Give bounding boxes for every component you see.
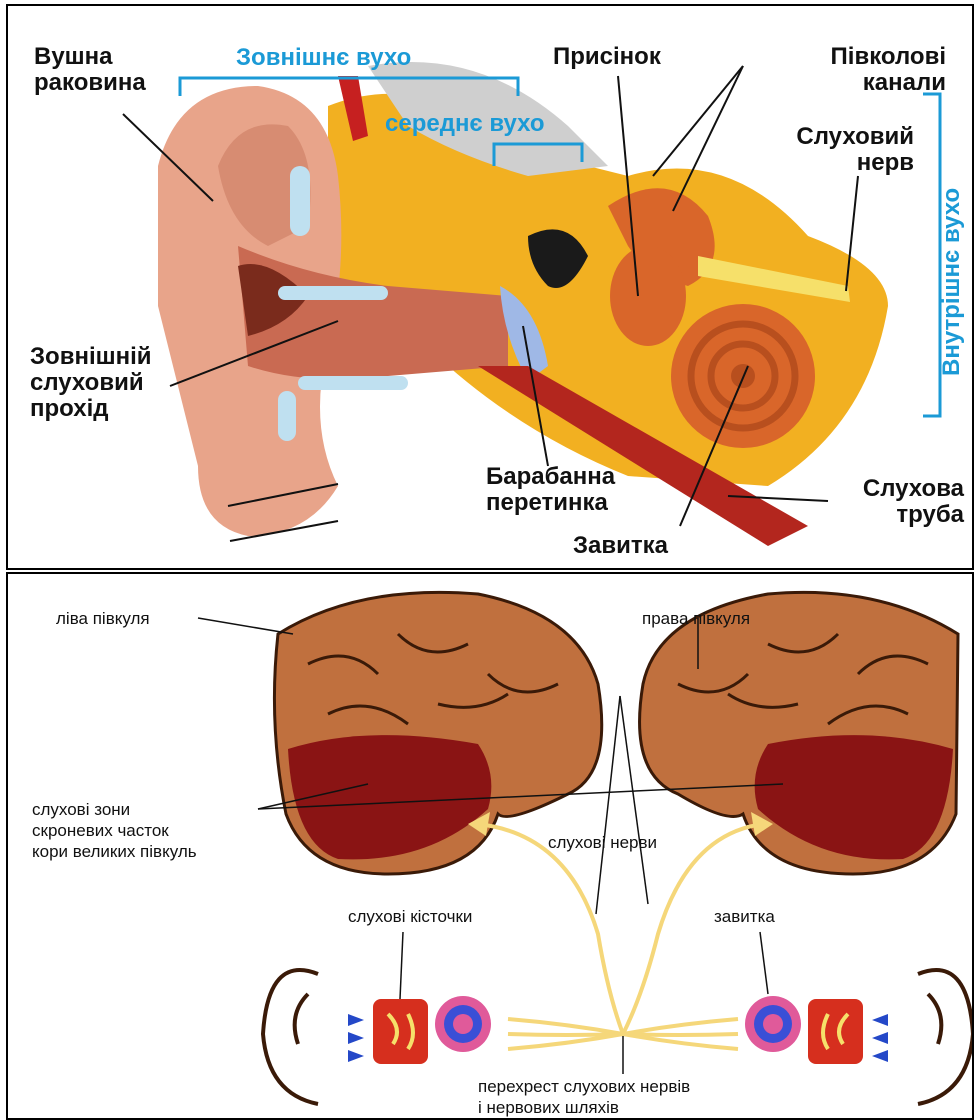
inner-ear-label: Внутрішнє вухо bbox=[938, 188, 966, 376]
left-sound-arrows bbox=[348, 1014, 364, 1062]
right-ossicles bbox=[808, 999, 863, 1064]
auditory-zones-line-2: скроневих часток bbox=[32, 820, 197, 841]
cartilage-1 bbox=[290, 166, 310, 236]
chiasm-line-2: і нервових шляхів bbox=[478, 1097, 690, 1118]
right-outer-ear bbox=[918, 970, 972, 1104]
semicircular-canals-label: Півколові канали bbox=[831, 44, 946, 96]
ear-canal-line-2: слуховий bbox=[30, 370, 152, 396]
vestibule-shape bbox=[610, 246, 686, 346]
chiasm-label: перехрест слухових нервів і нервових шля… bbox=[478, 1076, 690, 1118]
right-sound-arrows bbox=[872, 1014, 888, 1062]
auditory-nerves-shape bbox=[478, 824, 763, 1049]
vestibule-label: Присінок bbox=[553, 44, 661, 70]
left-hemisphere-label: ліва півкуля bbox=[56, 608, 150, 629]
left-ossicles bbox=[373, 999, 428, 1064]
cochlea-pathway-label: завитка bbox=[714, 906, 775, 927]
auditory-zones-line-3: кори великих півкуль bbox=[32, 841, 197, 862]
outer-ear-label: Зовнішнє вухо bbox=[236, 44, 411, 72]
auricle-label: Вушна раковина bbox=[34, 44, 146, 96]
semicircular-canals-line-2: канали bbox=[831, 70, 946, 96]
eardrum-line-1: Барабанна bbox=[486, 464, 615, 490]
chiasm-line-1: перехрест слухових нервів bbox=[478, 1076, 690, 1097]
cartilage-3 bbox=[298, 376, 408, 390]
cartilage-4 bbox=[278, 391, 296, 441]
cartilage-2 bbox=[278, 286, 388, 300]
eustachian-tube-line-1: Слухова bbox=[863, 476, 964, 502]
ear-anatomy-panel: Зовнішнє вухо середнє вухо Внутрішнє вух… bbox=[6, 4, 974, 570]
eustachian-tube-label: Слухова труба bbox=[863, 476, 964, 528]
auditory-nerve-label: Слуховий нерв bbox=[796, 124, 914, 176]
eardrum-line-2: перетинка bbox=[486, 490, 615, 516]
right-hemisphere-label: права півкуля bbox=[642, 608, 750, 629]
eustachian-tube-line-2: труба bbox=[863, 502, 964, 528]
ear-canal-line-1: Зовнішній bbox=[30, 344, 152, 370]
ossicles-label: слухові кісточки bbox=[348, 906, 472, 927]
cochlea-label: Завитка bbox=[573, 533, 668, 559]
eardrum-label: Барабанна перетинка bbox=[486, 464, 615, 516]
semicircular-canals-line-1: Півколові bbox=[831, 44, 946, 70]
left-outer-ear bbox=[263, 970, 318, 1104]
auricle-label-line-2: раковина bbox=[34, 70, 146, 96]
auditory-zones-line-1: слухові зони bbox=[32, 799, 197, 820]
auditory-pathway-panel: ліва півкуля права півкуля слухові зони … bbox=[6, 572, 974, 1120]
middle-ear-label: середнє вухо bbox=[385, 110, 545, 138]
auditory-nerves-label: слухові нерви bbox=[548, 832, 657, 853]
ear-canal-label: Зовнішній слуховий прохід bbox=[30, 344, 152, 422]
auditory-nerve-line-2: нерв bbox=[796, 150, 914, 176]
auditory-zones-label: слухові зони скроневих часток кори велик… bbox=[32, 799, 197, 862]
auditory-nerve-line-1: Слуховий bbox=[796, 124, 914, 150]
ear-canal-line-3: прохід bbox=[30, 396, 152, 422]
auricle-label-line-1: Вушна bbox=[34, 44, 146, 70]
